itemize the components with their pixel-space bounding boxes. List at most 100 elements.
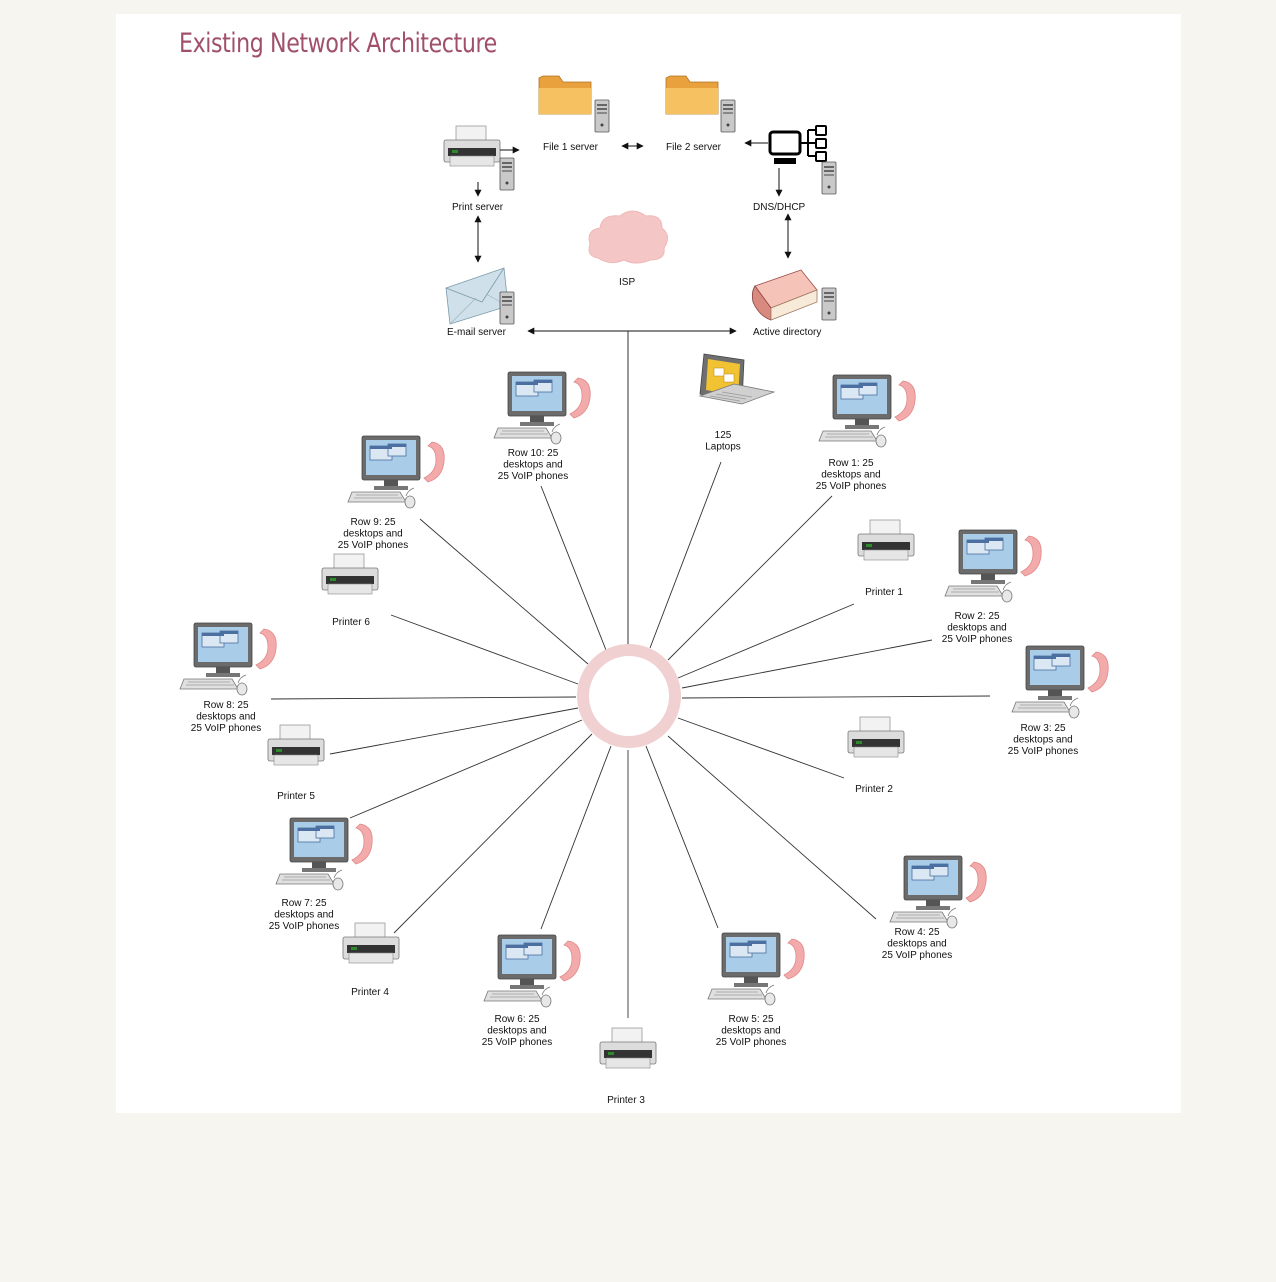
node-label: desktops and (487, 1026, 547, 1037)
printer-icon (847, 716, 905, 758)
book-server-icon (751, 269, 818, 321)
node-printer2: Printer 2 (847, 716, 905, 795)
printer-icon (857, 519, 915, 561)
server-tower-icon (499, 291, 515, 325)
link-row7 (349, 719, 583, 819)
folder-server-icon (538, 75, 592, 115)
node-label: Row 8: 25 (203, 700, 248, 711)
node-label: 25 VoIP phones (482, 1037, 552, 1048)
node-label: desktops and (887, 939, 947, 950)
desktop-phone-icon (944, 529, 1042, 603)
printer-icon (599, 1027, 657, 1069)
server-tower-icon (594, 99, 610, 133)
isp-cloud: ISP (588, 210, 668, 288)
desktop-phone-icon (275, 817, 373, 891)
node-label: desktops and (1013, 735, 1073, 746)
server-block: File 1 server File 2 server Print server… (443, 75, 837, 645)
node-label: 25 VoIP phones (338, 540, 408, 551)
node-printer6: Printer 6 (321, 553, 379, 628)
server-tower-icon (821, 161, 837, 195)
active-directory-server: Active directory (751, 269, 837, 338)
node-label: desktops and (721, 1026, 781, 1037)
node-label: desktops and (274, 910, 334, 921)
node-label: Row 4: 25 (894, 927, 939, 938)
hub-switch-ring (577, 644, 681, 748)
node-label: desktops and (343, 529, 403, 540)
link-printer5 (329, 707, 579, 755)
dns-dhcp-server: DNS/DHCP (753, 124, 837, 213)
link-row9 (419, 518, 589, 665)
node-label: Printer 5 (277, 791, 315, 802)
node-label: Row 1: 25 (828, 458, 873, 469)
node-label: 25 VoIP phones (191, 723, 261, 734)
node-label: Row 9: 25 (350, 517, 395, 528)
desktop-phone-icon (179, 622, 277, 696)
node-label: Printer 3 (607, 1095, 645, 1106)
node-label: Row 5: 25 (728, 1014, 773, 1025)
desktop-phone-icon (1011, 645, 1109, 719)
node-label: Row 3: 25 (1020, 723, 1065, 734)
node-label: 25 VoIP phones (498, 471, 568, 482)
node-label: desktops and (196, 712, 256, 723)
desktop-phone-icon (889, 855, 987, 929)
email-server-label: E-mail server (447, 327, 507, 338)
file-1-server: File 1 server (538, 75, 610, 153)
node-label: Printer 4 (351, 987, 389, 998)
file-2-server-label: File 2 server (666, 142, 722, 153)
printer-icon (321, 553, 379, 595)
link-laptops (649, 461, 722, 649)
node-label: desktops and (947, 623, 1007, 634)
node-label: 25 VoIP phones (882, 950, 952, 961)
server-tower-icon (720, 99, 736, 133)
desktop-phone-icon (493, 371, 591, 445)
file-1-server-label: File 1 server (543, 142, 599, 153)
email-server: E-mail server (445, 267, 515, 338)
printer-icon (342, 922, 400, 964)
link-row6 (540, 745, 612, 930)
link-printer1 (677, 603, 855, 679)
node-printer5: Printer 5 (267, 724, 325, 802)
link-printer2 (677, 717, 845, 779)
node-label: desktops and (503, 460, 563, 471)
print-server-label: Print server (452, 202, 504, 213)
printer-server-icon (443, 125, 501, 167)
link-row3 (681, 695, 991, 699)
mail-server-icon (445, 267, 509, 325)
node-label: Row 10: 25 (508, 448, 559, 459)
node-label: Printer 2 (855, 784, 893, 795)
node-label: 25 VoIP phones (816, 481, 886, 492)
file-2-server: File 2 server (665, 75, 736, 153)
printer-icon (267, 724, 325, 766)
folder-server-icon (665, 75, 719, 115)
desktop-phone-icon (707, 932, 805, 1006)
page-title: Existing Network Architecture (179, 28, 497, 59)
cloud-icon (588, 210, 668, 264)
link-row5 (645, 745, 719, 929)
spoke-lines (270, 461, 991, 1018)
link-row10 (540, 485, 607, 651)
node-printer4: Printer 4 (342, 922, 400, 998)
link-row4 (667, 735, 877, 920)
print-server: Print server (443, 125, 515, 213)
desktop-phone-icon (818, 374, 916, 448)
dns-dhcp-label: DNS/DHCP (753, 202, 806, 213)
network-server-icon (768, 124, 828, 166)
laptop-icon (699, 353, 775, 405)
node-label: 125 (715, 430, 732, 441)
node-label: Laptops (705, 442, 741, 453)
isp-label: ISP (619, 277, 635, 288)
link-row8 (270, 696, 577, 700)
active-directory-label: Active directory (753, 327, 821, 338)
link-printer4 (393, 733, 593, 934)
